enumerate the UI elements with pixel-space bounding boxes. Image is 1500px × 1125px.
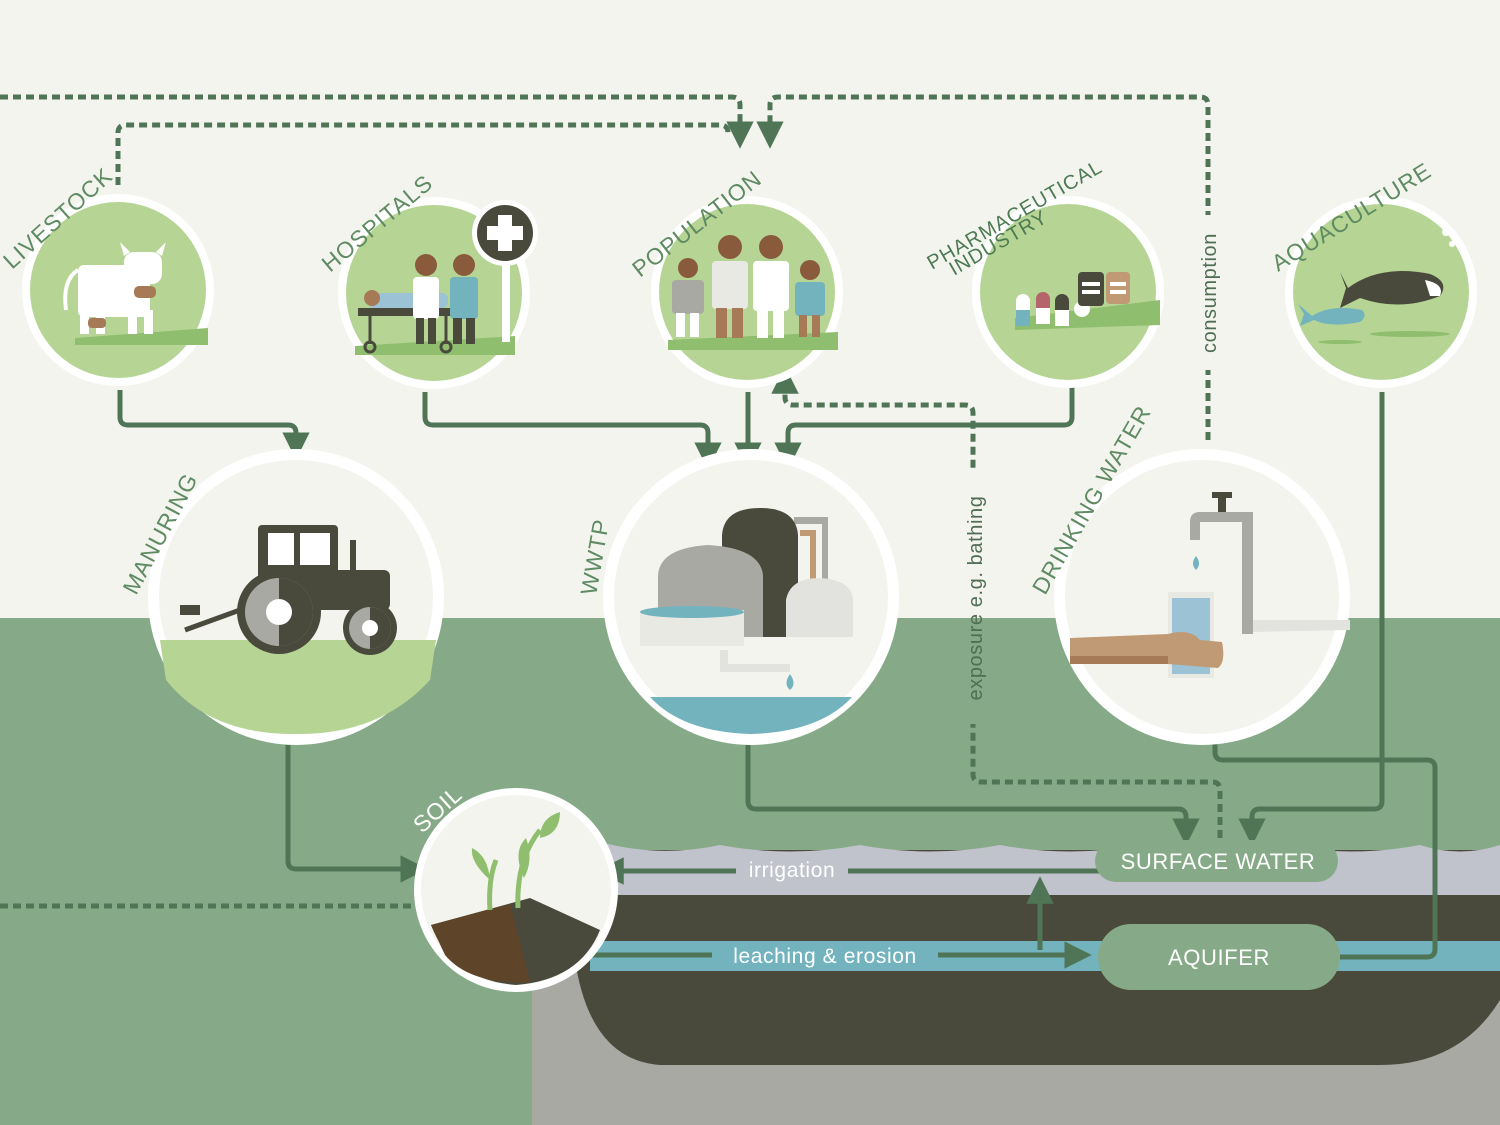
medical-cross-icon [487,215,523,251]
aquifer-pill[interactable]: AQUIFER [1098,924,1340,990]
node-soil[interactable] [414,788,618,992]
fish-icon [1298,228,1455,344]
soil-brown [431,904,530,983]
arrow-aquifer-drinking [1201,711,1438,960]
medicine-icon [1016,272,1130,326]
sign-post [502,250,510,342]
leaching-label-bg [712,941,938,971]
pharma-shelf [1015,300,1160,330]
exposure-label: exposure e.g. bathing [965,496,987,701]
arrow-manuring-soil [285,745,428,883]
livestock-grass [75,328,208,345]
node-manuring[interactable] [148,449,444,745]
tap-icon [1070,492,1350,678]
node-livestock[interactable] [22,194,214,386]
surface-water-badge [1095,840,1338,882]
people-icon [672,235,825,338]
leaching-label: leaching & erosion [733,945,917,968]
node-aquaculture[interactable] [1285,196,1477,388]
population-grass [668,332,838,350]
hospital-staff-icon [358,254,478,354]
node-pharmaceutical-industry[interactable] [972,196,1164,388]
aquifer-label: AQUIFER [1168,945,1270,970]
exposure-label-bg-bottom [961,618,985,724]
dashed-top-left-line [0,94,754,149]
aquifer-badge [1098,924,1340,990]
node-hospitals[interactable] [338,197,538,389]
arrow-aquaculture-surface [1238,392,1385,846]
consumption-label-bg [1196,215,1220,370]
cow-icon [63,242,166,334]
consumption-label: consumption [1199,233,1221,353]
surface-water-label: SURFACE WATER [1121,849,1316,874]
node-drinking-water[interactable] [1054,449,1350,745]
arrow-livestock-manuring [117,390,310,460]
arrow-pharma-wwtp [774,385,1075,470]
irrigation-label-bg [736,857,848,885]
treatment-plant-icon [640,508,853,690]
tractor-icon [180,525,397,655]
manuring-field [160,640,436,735]
arrow-hospitals-wwtp [422,392,722,470]
node-population[interactable] [651,196,843,388]
surface-water-pill[interactable]: SURFACE WATER [1095,840,1338,882]
pharma-circle [980,204,1156,380]
irrigation-label: irrigation [749,859,836,882]
sprout-icon [471,812,560,911]
dashed-livestock-line [115,122,731,185]
node-wwtp[interactable] [603,449,899,745]
arrow-wwtp-surface [745,745,1200,846]
wwtp-water [650,697,852,734]
